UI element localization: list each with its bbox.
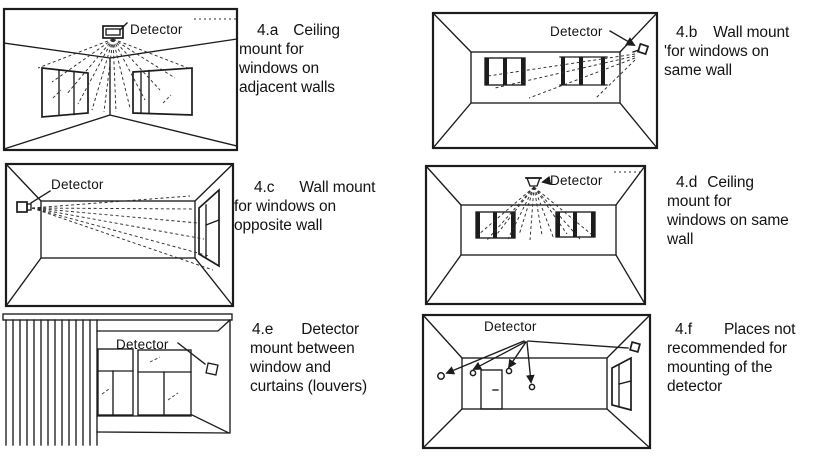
- detection-beams-4b: [487, 53, 636, 99]
- caption-text: Wall mount: [299, 179, 376, 196]
- caption-4c: 4.c Wall mount for windows on opposite wa…: [234, 178, 392, 235]
- diagram-4d: Detector: [424, 164, 647, 306]
- caption-text: mount for windows on adjacent walls: [239, 41, 335, 96]
- wall-outline-4e: [96, 319, 231, 434]
- detection-beams-4c: [31, 195, 214, 271]
- window-right-4e: [137, 349, 192, 416]
- window-right-4a: [132, 67, 193, 116]
- caption-4e: 4.e Detector mount between window and cur…: [250, 320, 408, 396]
- diagram-4e: Detector: [2, 313, 233, 446]
- room-outline-4b: [431, 11, 659, 150]
- caption-text: mount between window and curtains (louve…: [250, 340, 368, 395]
- caption-4d: 4.d Ceiling mount for windows on same wal…: [667, 173, 825, 249]
- diagram-4a: Detector: [2, 7, 239, 152]
- diagram-4c: Detector: [4, 162, 235, 308]
- caption-4b: 4.b Wall mount 'for windows on same wall: [664, 23, 822, 80]
- diagram-4b: Detector: [431, 11, 659, 150]
- caption-text: recommended for mounting of the detector: [667, 340, 787, 395]
- detector-label: Detector: [550, 173, 603, 188]
- figure-number: 4.d: [676, 174, 698, 191]
- bad-spot-arrows-4f: [445, 340, 629, 384]
- detection-beams-4d: [477, 186, 592, 241]
- caption-4a: 4.a Ceiling mount for windows on adjacent…: [239, 21, 397, 97]
- detector-icon-4e: [205, 362, 219, 376]
- curtain-rod: [2, 313, 233, 321]
- detector-label: Detector: [51, 177, 104, 192]
- window-right-4d: [555, 211, 596, 238]
- window-left-4e: [97, 348, 134, 416]
- label-arrow-4b: [609, 30, 636, 46]
- detector-icon-4c: [16, 201, 32, 213]
- caption-text: Places not: [723, 321, 796, 338]
- window-right-4f: [611, 356, 632, 412]
- caption-text: mount for windows on same wall: [667, 193, 789, 248]
- figure-number: 4.a: [257, 22, 279, 39]
- detector-icon-4a: [102, 25, 124, 39]
- detector-label: Detector: [130, 22, 183, 37]
- diagram-4f: Detector: [421, 313, 652, 450]
- figure-number: 4.c: [254, 179, 275, 196]
- detector-icon-4b: [632, 42, 650, 56]
- label-leader-4c: [30, 190, 51, 204]
- label-leader-4a: [119, 22, 128, 31]
- caption-text: Ceiling: [293, 22, 340, 39]
- figure-number: 4.e: [252, 321, 274, 338]
- room-outline-4d: [424, 164, 647, 306]
- detector-label: Detector: [550, 24, 603, 39]
- room-outline-4f: [421, 313, 652, 450]
- curtains: [5, 319, 98, 446]
- window-left-4b: [484, 57, 526, 86]
- caption-4f: 4.f Places not recommended for mounting o…: [667, 320, 825, 396]
- figure-number: 4.f: [675, 321, 692, 338]
- window-right-4b: [559, 56, 608, 86]
- caption-text: for windows on opposite wall: [234, 198, 336, 234]
- bad-spot-markers-4f: [437, 341, 641, 391]
- label-arrow-4d: [541, 175, 552, 186]
- window-opposite-4c: [198, 188, 220, 268]
- detection-beams-4a: [37, 38, 189, 113]
- room-outline-4c: [4, 162, 235, 308]
- room-outline-4a: [2, 7, 239, 152]
- figure-number: 4.b: [676, 24, 698, 41]
- caption-text: Wall mount: [713, 24, 790, 41]
- caption-text: Detector: [301, 321, 360, 338]
- detector-label: Detector: [116, 337, 169, 352]
- detector-icon-4d: [525, 177, 542, 187]
- window-left-4d: [475, 211, 516, 239]
- label-leader-4e: [177, 342, 206, 365]
- window-left-4a: [41, 67, 89, 118]
- detector-label: Detector: [484, 319, 537, 334]
- caption-text: Ceiling: [707, 174, 754, 191]
- caption-text: 'for windows on same wall: [664, 43, 769, 79]
- door-4f: [480, 369, 503, 410]
